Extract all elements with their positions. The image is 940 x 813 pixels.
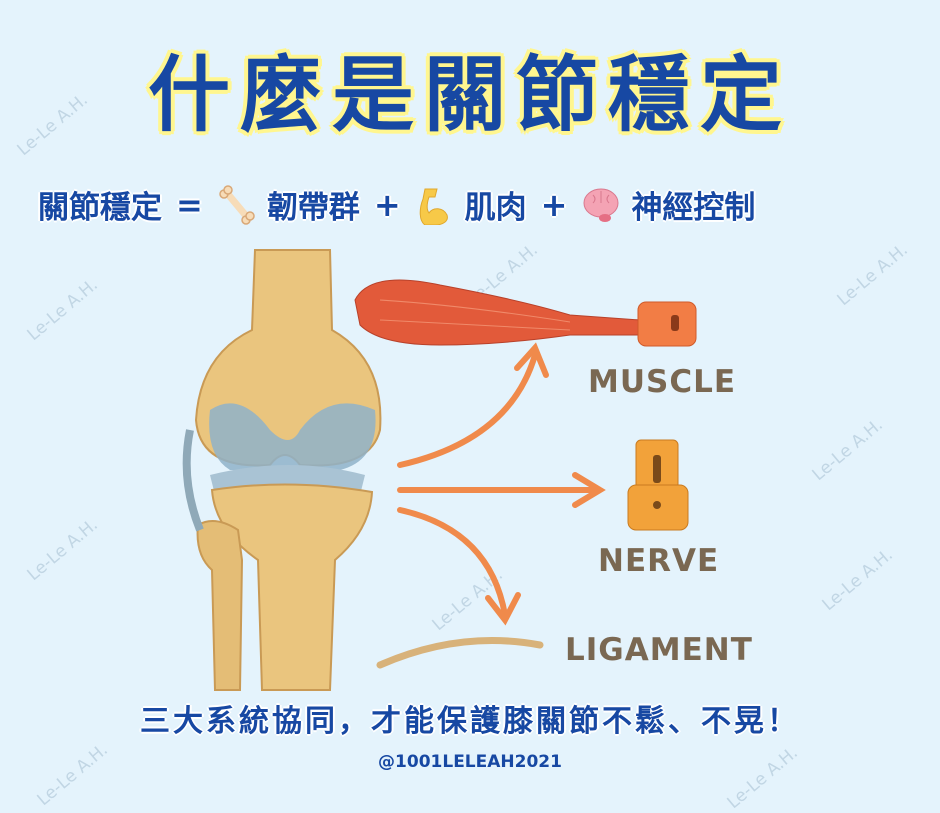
summary-text: 三大系統協同，才能保護膝關節不鬆、不晃！ <box>140 704 800 739</box>
bone-icon <box>219 184 255 225</box>
arrow-head <box>514 342 549 378</box>
equals-sign: = <box>176 185 203 224</box>
plus-sign: + <box>540 185 568 224</box>
arrow-to-muscle <box>397 352 538 468</box>
label-muscle: MUSCLE <box>588 364 737 400</box>
page-title: 什麼是關節穩定 <box>147 48 792 143</box>
term-neural-control: 神經控制 <box>631 190 756 226</box>
nerve-illustration <box>627 439 689 531</box>
arrow-to-ligament <box>397 507 508 618</box>
social-handle: @1001LELEAH2021 <box>378 752 562 772</box>
flexed-biceps-icon <box>419 188 448 225</box>
plus-sign: + <box>373 185 401 224</box>
fibula <box>196 520 244 691</box>
muscle-illustration <box>354 279 697 347</box>
brain-icon <box>583 188 619 222</box>
label-ligament: LIGAMENT <box>565 632 753 668</box>
equation-lhs: 關節穩定 <box>38 190 162 226</box>
arrow-head <box>485 592 521 626</box>
arrows <box>397 342 606 626</box>
stability-equation: 關節穩定 = 韌帶群 + 肌肉 + 神經控制 <box>38 182 755 227</box>
term-muscle: 肌肉 <box>464 190 527 226</box>
femur <box>194 249 382 470</box>
ligament-illustration <box>376 637 544 669</box>
collateral-ligament <box>182 429 204 532</box>
term-ligaments: 韌帶群 <box>266 190 360 226</box>
knee-diagram <box>182 249 697 691</box>
arrow-head <box>572 472 606 508</box>
label-nerve: NERVE <box>598 543 720 579</box>
